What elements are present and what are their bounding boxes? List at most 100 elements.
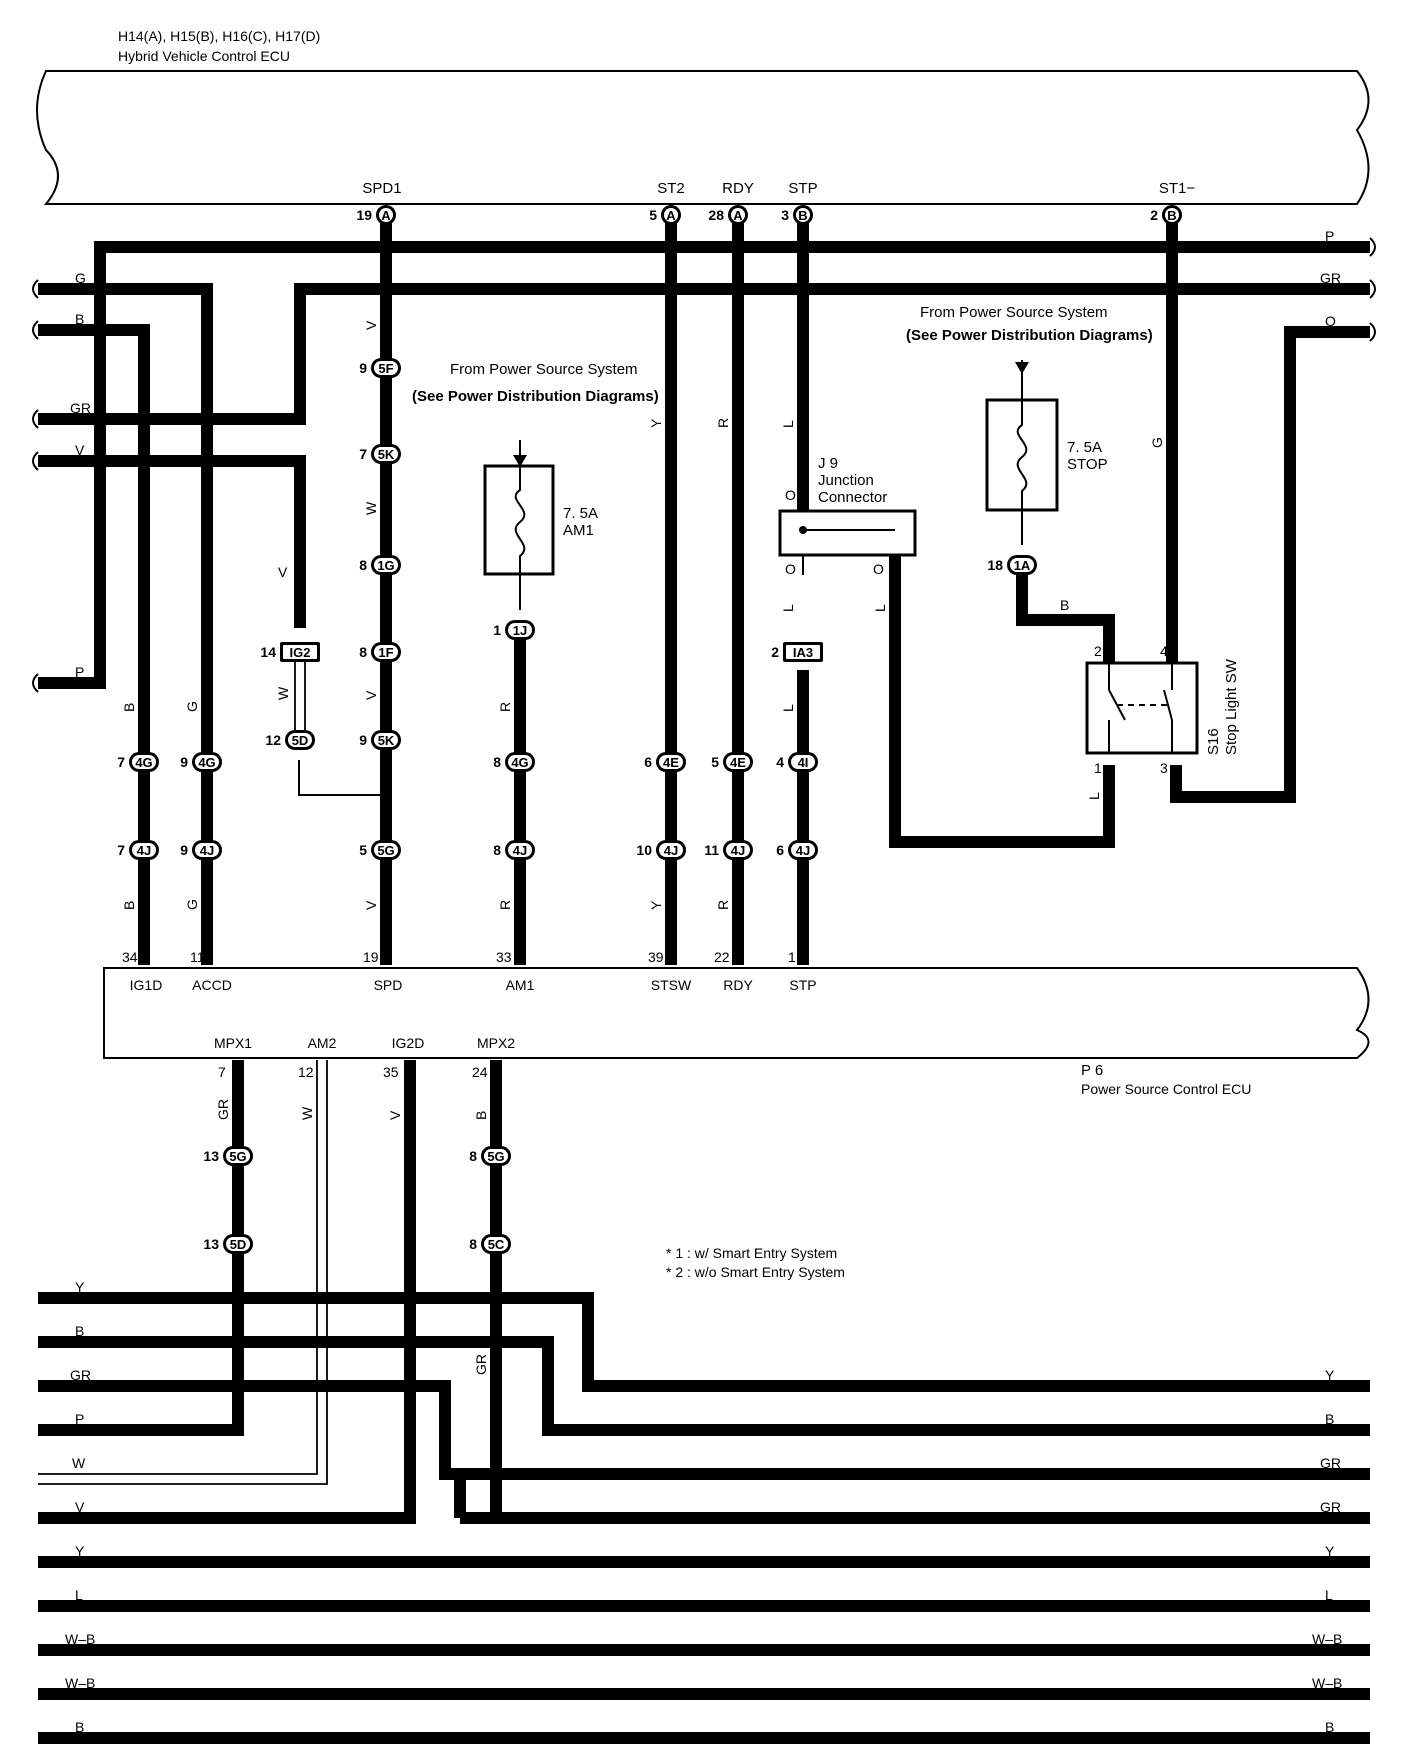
svg-text:Y: Y <box>1325 1543 1335 1559</box>
connector-stp: B3 <box>781 205 813 225</box>
connector-pin: 8 <box>469 1148 477 1164</box>
connector-pin: 8 <box>469 1236 477 1252</box>
svg-text:W: W <box>72 1455 86 1471</box>
connector-code: 4J <box>731 843 745 858</box>
wire-color-labels: G B GR V P P GR O Y B GR P W V Y L W–B W… <box>65 228 1342 1735</box>
connector-c4E_b: 4E5 <box>711 752 753 772</box>
connector-pin: 1 <box>493 622 501 638</box>
svg-text:GR: GR <box>473 1354 489 1375</box>
svg-text:L: L <box>780 704 796 712</box>
svg-text:35: 35 <box>383 1064 399 1080</box>
connector-c4G_b: 4G9 <box>180 752 222 772</box>
connector-code: 5D <box>292 733 309 748</box>
connector-c4E_a: 4E 6 <box>644 752 686 772</box>
upper-wires <box>38 215 1370 965</box>
connector-c1J: 1J 1 <box>493 620 535 640</box>
connector-pin: 12 <box>265 732 281 748</box>
fuse-stop: 7. 5A STOP <box>985 362 1108 512</box>
svg-text:SPD: SPD <box>374 977 403 993</box>
connector-code: B <box>798 208 807 223</box>
connector-pin: 6 <box>644 754 652 770</box>
connector-pin: 13 <box>203 1236 219 1252</box>
note-1: * 1 : w/ Smart Entry System <box>666 1245 837 1261</box>
svg-text:L: L <box>75 1587 83 1603</box>
lower-wires <box>38 1060 1370 1744</box>
svg-text:P: P <box>75 1411 84 1427</box>
svg-text:IG2D: IG2D <box>392 1035 425 1051</box>
svg-text:B: B <box>121 901 137 910</box>
svg-text:RDY: RDY <box>723 977 753 993</box>
connector-pin: 7 <box>359 446 367 462</box>
connector-pin: 7 <box>117 842 125 858</box>
svg-text:O: O <box>785 561 796 577</box>
fuse-stop-rating: 7. 5A <box>1067 439 1102 456</box>
fuse-am1: 7. 5A AM1 <box>483 455 598 576</box>
connector-pin: 13 <box>203 1148 219 1164</box>
connector-st2: A5 <box>649 205 681 225</box>
svg-text:B: B <box>121 703 137 712</box>
connector-code: IG2 <box>290 645 311 660</box>
svg-text:L: L <box>780 420 796 428</box>
connector-pin: 8 <box>493 754 501 770</box>
connector-pin: 10 <box>636 842 652 858</box>
connector-code: 4E <box>730 755 746 770</box>
svg-text:V: V <box>363 900 379 910</box>
connector-c5D: 5D 12 <box>265 730 315 750</box>
connector-pin: 5 <box>359 842 367 858</box>
connector-code: 1J <box>513 623 527 638</box>
connector-code: 4J <box>796 843 810 858</box>
svg-text:P: P <box>1325 228 1334 244</box>
svg-text:GR: GR <box>70 1367 91 1383</box>
power-note-see: (See Power Distribution Diagrams) <box>412 388 659 405</box>
power-note-see-2: (See Power Distribution Diagrams) <box>906 327 1153 344</box>
svg-text:V: V <box>75 1499 85 1515</box>
svg-text:B: B <box>1060 597 1069 613</box>
svg-text:34: 34 <box>122 949 138 965</box>
svg-text:W–B: W–B <box>1312 1675 1342 1691</box>
svg-text:R: R <box>497 900 513 910</box>
svg-text:W–B: W–B <box>1312 1631 1342 1647</box>
term-st1: ST1− <box>1159 180 1196 197</box>
connector-c5G: 5G5 <box>359 840 401 860</box>
connector-pin: 14 <box>260 644 276 660</box>
svg-text:Y: Y <box>1325 1367 1335 1383</box>
svg-text:1: 1 <box>1094 760 1102 776</box>
fuse-stop-name: STOP <box>1067 456 1108 473</box>
svg-text:P: P <box>75 664 84 680</box>
connector-code: 4E <box>663 755 679 770</box>
ecu-top-terminals: IG1D ACCD SPD AM1 STSW RDY STP 34 11 19 … <box>122 949 817 993</box>
s16-id: S16 <box>1205 728 1222 755</box>
svg-text:GR: GR <box>215 1099 231 1120</box>
connector-code: B <box>1167 208 1176 223</box>
svg-text:IG1D: IG1D <box>130 977 163 993</box>
power-note-from-2: From Power Source System <box>920 304 1108 321</box>
connector-c1G: 1G8 <box>359 555 401 575</box>
connector-pin: 9 <box>180 754 188 770</box>
svg-text:W–B: W–B <box>65 1675 95 1691</box>
svg-text:W: W <box>363 501 379 515</box>
connector-c5G_b2: 5G 8 <box>469 1146 511 1166</box>
svg-text:V: V <box>387 1110 403 1120</box>
connector-code: 5G <box>487 1149 504 1164</box>
term-rdy: RDY <box>722 180 754 197</box>
svg-text:GR: GR <box>1320 1455 1341 1471</box>
svg-text:B: B <box>75 1323 84 1339</box>
power-source-ecu-box <box>103 967 1370 1059</box>
connector-c5K: 5K7 <box>359 444 401 464</box>
svg-text:Y: Y <box>75 1279 85 1295</box>
connector-pin: 18 <box>987 557 1003 573</box>
svg-text:W–B: W–B <box>65 1631 95 1647</box>
svg-text:W: W <box>299 1106 315 1120</box>
term-stp: STP <box>788 180 817 197</box>
connector-pin: 9 <box>359 732 367 748</box>
j9-name-2: Connector <box>818 489 887 506</box>
svg-text:Y: Y <box>75 1543 85 1559</box>
connector-pin: 3 <box>781 207 789 223</box>
connector-code: 1G <box>377 558 394 573</box>
ecu-bottom-terminals: MPX1 AM2 IG2D MPX2 7 12 35 24 <box>214 1035 515 1080</box>
